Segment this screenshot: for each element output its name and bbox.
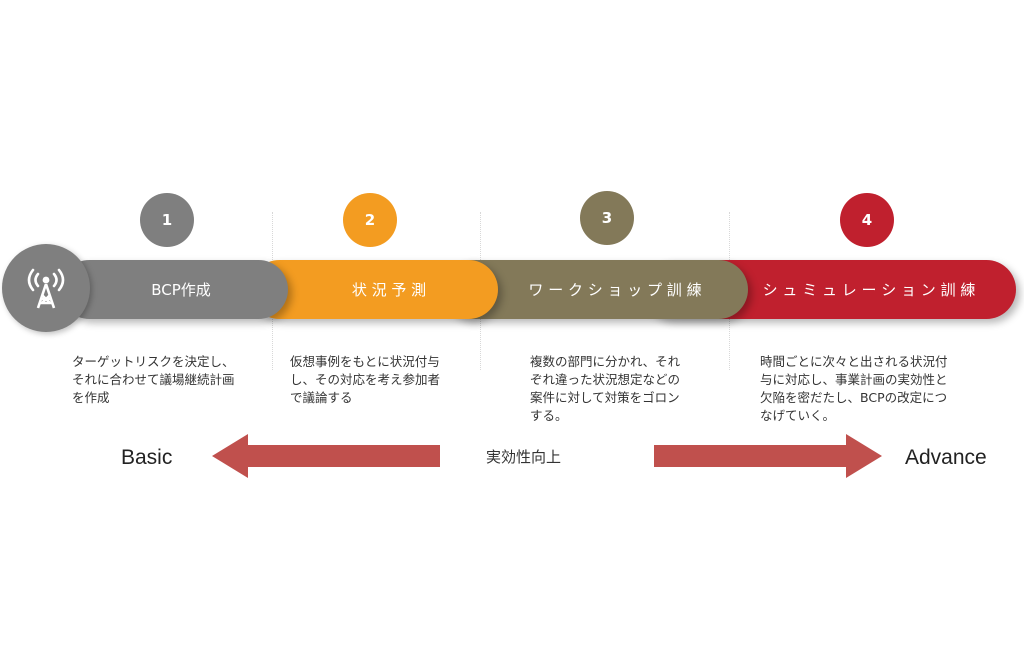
right-arrow: [654, 434, 882, 478]
left-arrow: [212, 434, 440, 478]
effectiveness-label: 実効性向上: [486, 448, 562, 466]
advance-label: Advance: [905, 446, 987, 469]
step-3-number: 3: [580, 191, 634, 245]
step-3-description: 複数の部門に分かれ、それ ぞれ違った状況想定などの 案件に対して対策をゴロン す…: [530, 354, 681, 423]
step-2-description: 仮想事例をもとに状況付与 し、その対応を考え参加者 で議論する: [290, 354, 441, 405]
step-2-title: 状 況 予 測: [351, 281, 427, 299]
antenna-tower-icon: [2, 244, 90, 332]
basic-label: Basic: [121, 446, 173, 469]
step-1-pill: BCP作成: [60, 260, 288, 319]
step-1-description: ターゲットリスクを決定し、 それに合わせて議場継続計画 を作成: [72, 354, 235, 405]
step-3-title: ワ ー ク シ ョ ッ プ 訓 練: [528, 281, 702, 299]
step-1-title: BCP作成: [151, 281, 211, 299]
step-2-pill: 状 況 予 測: [250, 260, 498, 319]
step-1-number: 1: [140, 193, 194, 247]
step-4-title: シ ュ ミ ュ レ ー シ ョ ン 訓 練: [762, 281, 976, 299]
step-4-description: 時間ごとに次々と出される状況付 与に対応し、事業計画の実効性と 欠陥を密だたし、…: [760, 354, 948, 423]
step-2-number: 2: [343, 193, 397, 247]
step-4-number: 4: [840, 193, 894, 247]
